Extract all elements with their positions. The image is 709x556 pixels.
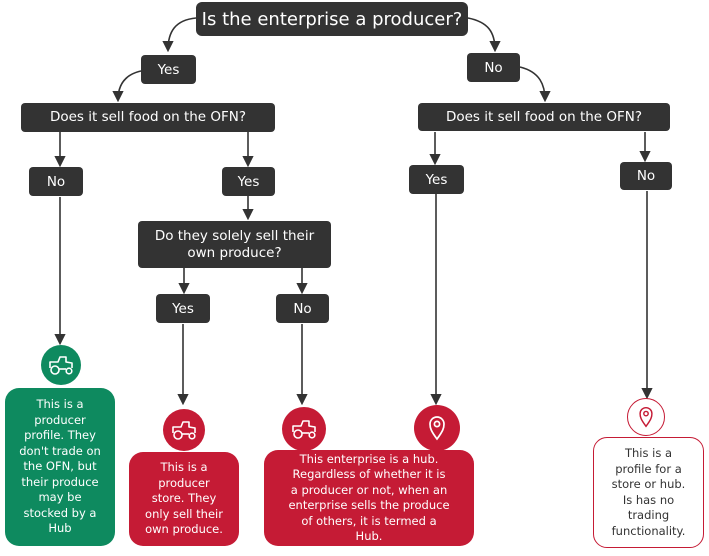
arrow-root-yes — [162, 17, 197, 53]
hub-location-pin-icon — [414, 405, 460, 451]
tractor-icon — [49, 356, 73, 375]
producer-profile-tractor-icon — [41, 345, 81, 385]
right-q-yes-answer: Yes — [409, 165, 464, 194]
left-question: Does it sell food on the OFN? — [21, 103, 275, 132]
producer-store-result: This is a producer store. They only sell… — [129, 452, 239, 546]
left-q-yes-answer: Yes — [222, 167, 275, 196]
hub-tractor-icon — [282, 407, 326, 451]
root-yes-answer: Yes — [141, 55, 196, 84]
hub-result: This enterprise is a hub. Regardless of … — [264, 450, 474, 546]
sub-question: Do they solely sell their own produce? — [138, 221, 331, 268]
location-pin-icon — [639, 406, 653, 428]
arrow-right-no-to-question — [519, 66, 551, 103]
location-pin-icon — [429, 416, 445, 441]
arrow-root-no — [467, 17, 501, 53]
tractor-icon — [172, 421, 196, 440]
profile-result: This is a profile for a store or hub. Is… — [593, 437, 704, 548]
producer-profile-result: This is a producer profile. They don't t… — [5, 388, 115, 546]
root-question: Is the enterprise a producer? — [196, 2, 468, 36]
root-no-answer: No — [467, 53, 520, 82]
tractor-icon — [292, 420, 316, 439]
right-q-no-answer: No — [620, 162, 672, 190]
right-question: Does it sell food on the OFN? — [418, 103, 670, 131]
left-q-no-answer: No — [29, 167, 83, 196]
profile-location-pin-icon — [627, 398, 665, 436]
sub-yes-answer: Yes — [156, 294, 210, 323]
sub-no-answer: No — [276, 294, 329, 323]
producer-store-tractor-icon — [163, 409, 205, 451]
